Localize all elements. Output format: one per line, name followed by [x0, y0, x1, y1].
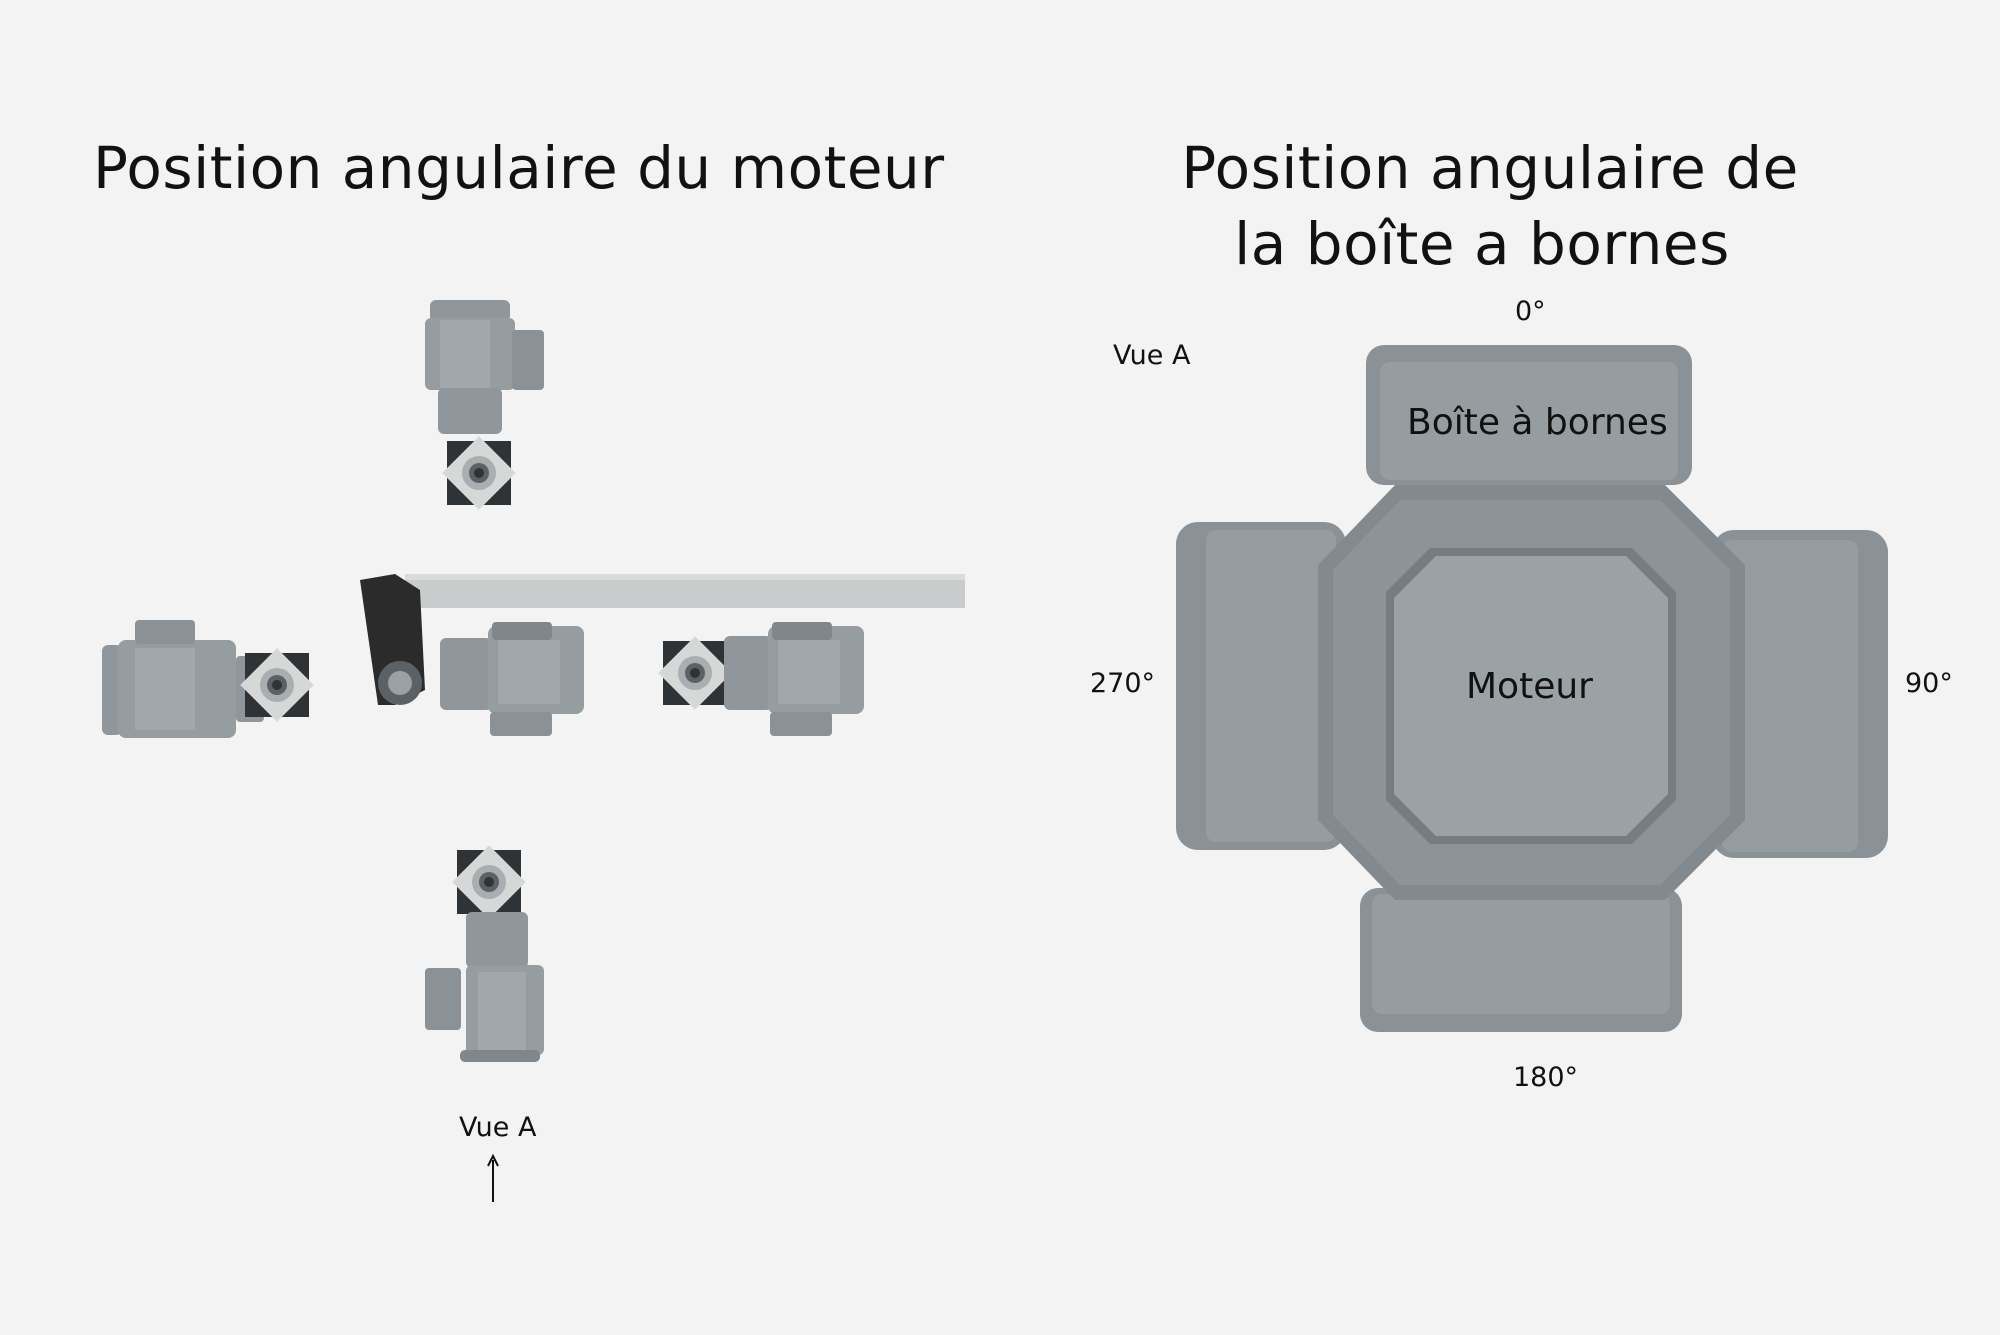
- motor-position-left: [102, 620, 314, 738]
- motor-end-view: [1176, 345, 1888, 1032]
- left-view-label: Vue A: [459, 1112, 537, 1143]
- motor-position-top: [425, 300, 544, 510]
- angle-label-0: 0°: [1515, 296, 1546, 327]
- angle-label-180: 180°: [1513, 1062, 1579, 1093]
- motor-label: Moteur: [1466, 666, 1593, 707]
- right-title-line1: Position angulaire de: [1181, 134, 1799, 202]
- motor-position-right: [658, 622, 864, 736]
- view-arrow: [487, 1153, 499, 1202]
- motor-position-bottom: [425, 845, 544, 1062]
- angle-label-270: 270°: [1090, 668, 1156, 699]
- left-title: Position angulaire du moteur: [93, 134, 945, 202]
- right-view-label: Vue A: [1113, 340, 1191, 371]
- motor-position-center: [360, 574, 965, 736]
- angle-label-90: 90°: [1905, 668, 1953, 699]
- terminal-box-label: Boîte à bornes: [1407, 402, 1668, 443]
- right-title-line2: la boîte a bornes: [1234, 210, 1730, 278]
